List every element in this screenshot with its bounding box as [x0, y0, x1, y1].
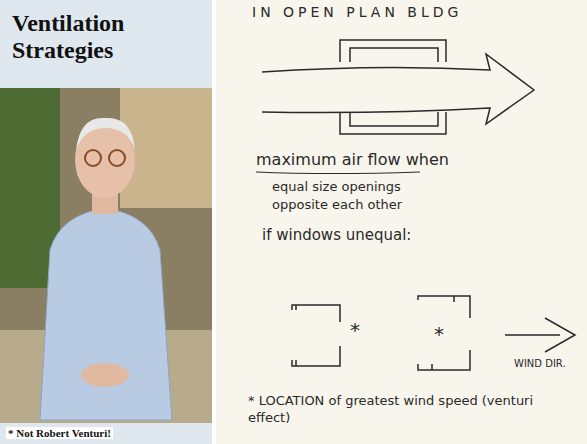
plan-wall [418, 350, 470, 370]
upper-wall [340, 40, 446, 62]
plan-drawing [418, 296, 470, 370]
air-flow-arrow [262, 54, 534, 124]
sketch-note: maximum air flow when [256, 150, 476, 169]
plan-wall [292, 305, 340, 322]
sketch-note: equal size openings opposite each other [272, 178, 422, 214]
plan-wall [295, 305, 297, 366]
person-hands [81, 363, 129, 387]
lower-wall [350, 112, 438, 126]
wind-direction-label: WIND DIR. [514, 357, 578, 370]
photo-ground [0, 88, 212, 423]
glasses [109, 150, 125, 166]
plan-wall [418, 296, 470, 318]
plan-drawing [292, 305, 340, 366]
notes-panel [216, 0, 587, 444]
upper-wall [350, 48, 438, 62]
photo-wall [120, 88, 212, 208]
underline [256, 172, 420, 174]
slide-title: Ventilation Strategies [12, 10, 202, 64]
plan-wall [292, 346, 340, 366]
sketch-note: if windows unequal: [262, 226, 482, 244]
plan-wall [432, 296, 454, 370]
lower-wall [340, 112, 446, 134]
person-hair [76, 118, 135, 150]
asterisk-mark: * [434, 322, 454, 346]
asterisk-mark: * [350, 318, 370, 342]
building-section [340, 40, 446, 134]
sketch-heading: IN OPEN PLAN BLDG [252, 4, 572, 20]
sketch-note: * LOCATION of greatest wind speed (ventu… [248, 392, 578, 426]
wind-arrow [505, 318, 575, 352]
photo-caption: * Not Robert Venturi! [6, 427, 113, 439]
person-shirt [40, 208, 172, 420]
glasses [85, 150, 101, 166]
